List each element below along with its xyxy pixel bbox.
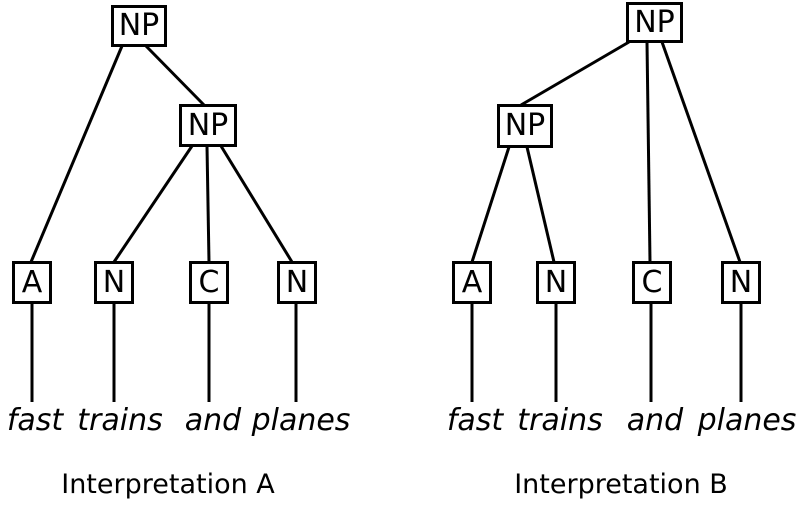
edge-a-inner-np-to-n1 [112,145,194,263]
edge-a-root-to-a [29,45,124,263]
tree-b-leaf-a-node: A [452,261,492,304]
edge-a-inner-np-to-n2 [219,145,294,263]
tree-a-leaf-n2-node: N [277,261,317,304]
tree-b-word-planes: planes [697,403,797,438]
tree-b-root-np-node: NP [626,2,683,43]
tree-a-root-np-node: NP [111,5,167,47]
edge-a-inner-np-to-c [205,145,211,263]
edge-b-inner-np-to-a [470,146,511,263]
edge-b-root-to-inner-np [520,40,630,107]
tree-b-word-fast: fast [446,403,504,438]
tree-b-inner-np-node: NP [497,104,553,148]
tree-b-leaf-n2-node: N [721,261,761,304]
edge-a-root-to-inner-np [144,44,206,107]
tree-a-leaf-a-node: A [12,261,52,304]
tree-b-word-trains: trains [517,403,603,438]
tree-b-edges [470,40,743,402]
edge-b-root-to-c [645,41,652,263]
tree-a-caption: Interpretation A [61,469,275,500]
edge-b-root-to-n2 [660,41,742,263]
edge-b-inner-np-to-n1 [525,146,556,263]
tree-a-inner-np-node: NP [179,104,237,147]
tree-b-leaf-n1-node: N [536,261,576,304]
tree-b-caption: Interpretation B [514,469,728,500]
tree-a-leaf-n1-node: N [94,261,134,304]
tree-a-word-trains: trains [77,403,163,438]
tree-a-word-planes: planes [251,403,351,438]
tree-b-word-and: and [626,403,684,438]
tree-a-leaf-c-node: C [189,261,229,304]
tree-a-edges [29,44,298,402]
tree-b-leaf-c-node: C [632,261,672,304]
tree-a-word-and: and [184,403,242,438]
tree-a-word-fast: fast [6,403,64,438]
